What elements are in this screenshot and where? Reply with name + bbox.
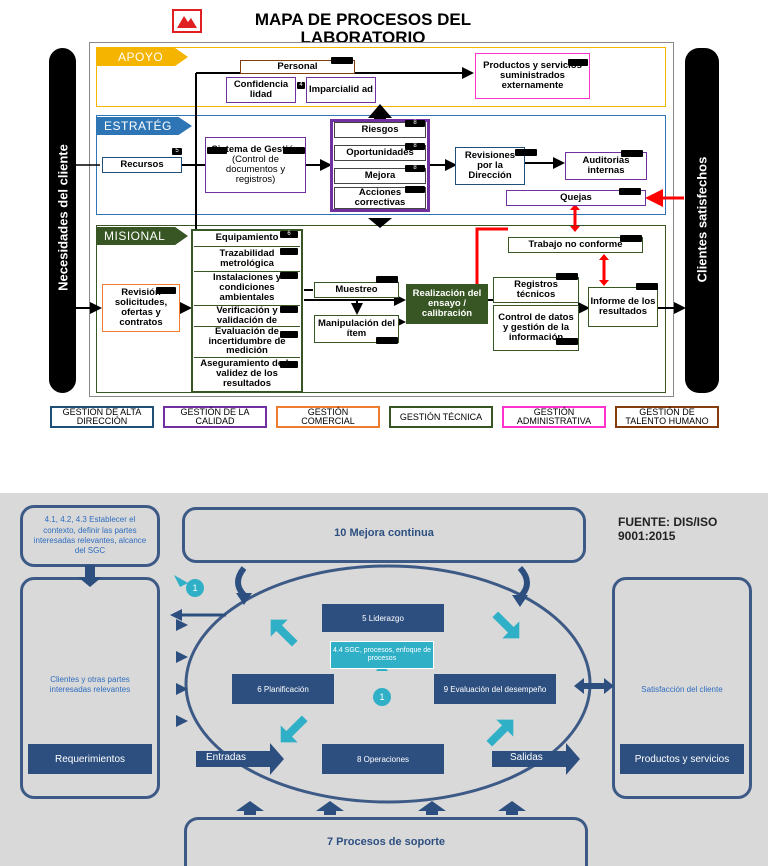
legend-alta-direccion: GESTION DE ALTA DIRECCIÓN: [50, 406, 154, 428]
iso-productos: Productos y servicios: [620, 744, 744, 774]
tag-sistema-r: [283, 147, 305, 154]
iso-clientes-label: Clientes y otras partes interesadas rele…: [49, 675, 131, 695]
iso-sgc: 4.4 SGC, procesos, enfoque de procesos: [330, 641, 434, 669]
iso-entradas-label: Entradas: [206, 752, 247, 763]
tag-mejora: 8: [405, 165, 425, 172]
box-confidencialidad: Confidencia lidad: [226, 77, 296, 103]
iso-circle-left: 1: [186, 579, 204, 597]
box-equipamiento: Equipamiento: [194, 231, 300, 244]
lab-logo: [172, 9, 202, 33]
iso-requerimientos: Requerimientos: [28, 744, 152, 774]
tag-instalaciones: [280, 272, 298, 279]
iso-satisfaccion-label: Satisfacción del cliente: [641, 685, 723, 694]
tag-verificacion: [280, 306, 298, 313]
right-banner: [685, 48, 719, 393]
tag-aseguramiento: [280, 361, 298, 368]
iso-liderazgo: 5 Liderazgo: [322, 604, 444, 632]
tag-equipamiento: 6: [280, 231, 298, 238]
box-verificacion: Verificación y validación de: [194, 305, 300, 325]
tag-revisiones: [515, 149, 537, 156]
box-muestreo: Muestreo: [314, 282, 399, 298]
box-imparcialidad: Imparcialid ad: [306, 77, 376, 103]
box-quejas: Quejas: [506, 190, 646, 206]
iso-soporte-label: 7 Procesos de soporte: [327, 836, 445, 848]
tag-personal: [331, 57, 353, 64]
lane-estrateg-label: ESTRATÉG: [96, 117, 192, 135]
tag-confidencialidad: 4: [297, 82, 305, 89]
sistema-title: Sistema de Gestión: [211, 144, 300, 156]
tag-sistema-l: [207, 147, 227, 154]
tag-quejas: [619, 188, 641, 195]
box-informe-resultados: Informe de los resultados: [588, 287, 658, 327]
tag-auditorias: [621, 150, 643, 157]
map-title: MAPA DE PROCESOS DEL LABORATORIO: [254, 10, 472, 47]
tag-manipulacion: [376, 337, 398, 344]
box-realizacion-ensayo: Realización del ensayo / calibración: [406, 284, 488, 324]
tag-muestreo: [376, 276, 398, 283]
tag-control: [556, 338, 578, 345]
tag-productos: [568, 59, 588, 66]
iso-mejora-label: 10 Mejora continua: [334, 527, 434, 539]
iso-mejora-box: [182, 507, 586, 563]
tag-oportunidades: 8: [405, 143, 425, 150]
iso-soporte-box: [184, 817, 588, 866]
box-registros-tecnicos: Registros técnicos: [493, 277, 579, 303]
box-acciones-correctivas: Acciones correctivas: [334, 187, 426, 209]
legend-administrativa: GESTIÓN ADMINISTRATIVA: [502, 406, 606, 428]
box-revisiones: Revisiones por la Dirección: [455, 147, 525, 185]
tag-registros: [556, 273, 578, 280]
iso-cycle: [78, 564, 614, 815]
tag-informe: [636, 283, 658, 290]
iso-fuente: FUENTE: DIS/ISO 9001:2015: [618, 515, 718, 544]
tag-recursos: 5: [172, 148, 182, 155]
iso-operaciones: 8 Operaciones: [322, 744, 444, 774]
iso-evaluacion: 9 Evaluación del desempeño: [434, 674, 556, 704]
tag-acciones: [405, 186, 425, 193]
tag-trabajo-nc: [620, 235, 642, 242]
box-oportunidades: Oportunidades: [334, 145, 426, 161]
sistema-subtitle: (Control de documentos y registros): [225, 154, 286, 185]
map-connectors: [76, 67, 686, 328]
legend-calidad: GESTIÓN DE LA CALIDAD: [163, 406, 267, 428]
box-personal: Personal: [240, 60, 355, 74]
lane-misional-label: MISIONAL: [96, 227, 188, 245]
legend-tecnica: GESTIÓN TÉCNICA: [389, 406, 493, 428]
box-revision-solicitudes: Revisión solicitudes, ofertas y contrato…: [102, 284, 180, 332]
iso-right-panel: [612, 577, 752, 799]
box-mejora: Mejora: [334, 168, 426, 184]
legend-comercial: GESTIÓN COMERCIAL: [276, 406, 380, 428]
iso-planificacion: 6 Planificación: [232, 674, 334, 704]
box-recursos: Recursos: [102, 157, 182, 173]
tag-revision: [156, 287, 176, 294]
iso-salidas-label: Salidas: [510, 752, 543, 763]
box-trabajo-no-conforme: Trabajo no conforme: [508, 237, 643, 253]
box-evaluacion-incertidumbre: Evaluación de incertidumbre de medición: [194, 326, 300, 356]
tag-trazabilidad: [280, 248, 298, 255]
left-banner: [49, 48, 76, 393]
iso-circle-center: 1: [373, 688, 391, 706]
box-productos-externos: Productos y servicios suministrados exte…: [475, 53, 590, 99]
map-frame: [89, 42, 674, 397]
box-sistema-gestion: Sistema de Gestión (Control de documento…: [205, 137, 306, 193]
lane-apoyo-label: APOYO: [96, 48, 188, 66]
tag-riesgos: 8: [405, 120, 425, 127]
legend-talento-humano: GESTIÓN DE TALENTO HUMANO: [615, 406, 719, 428]
box-riesgos: Riesgos: [334, 122, 426, 138]
tag-evaluacion: [280, 331, 298, 338]
